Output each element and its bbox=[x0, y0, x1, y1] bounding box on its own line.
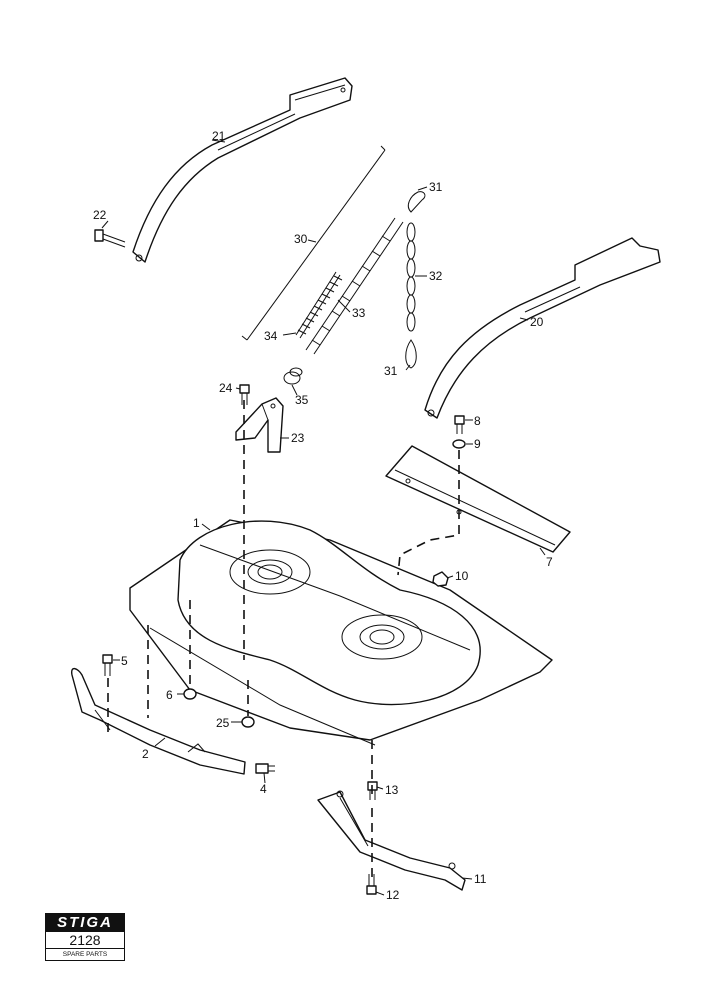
callout-8: 8 bbox=[474, 414, 481, 428]
bolt-22 bbox=[94, 229, 126, 248]
callout-5: 5 bbox=[121, 654, 128, 668]
ring-35 bbox=[283, 367, 303, 385]
nut-9 bbox=[452, 439, 466, 449]
callout-9: 9 bbox=[474, 437, 481, 451]
callout-35: 35 bbox=[295, 393, 309, 407]
callout-20: 20 bbox=[530, 315, 544, 329]
nut-10 bbox=[432, 571, 449, 587]
callout-10: 10 bbox=[455, 569, 469, 583]
callout-4: 4 bbox=[260, 782, 267, 796]
callout-30: 30 bbox=[294, 232, 308, 246]
callout-13: 13 bbox=[385, 783, 399, 797]
callout-7: 7 bbox=[546, 555, 553, 569]
callout-31-bottom: 31 bbox=[384, 364, 398, 378]
callouts: 21 22 30 31 32 33 34 31 35 20 24 23 8 9 … bbox=[93, 129, 553, 902]
bolt-8 bbox=[454, 415, 465, 434]
assembly-lines bbox=[107, 400, 460, 880]
nut-25 bbox=[241, 716, 255, 728]
lift-arm-right bbox=[424, 237, 661, 419]
bracket-23 bbox=[235, 397, 284, 453]
leader-lines bbox=[101, 139, 546, 896]
callout-11: 11 bbox=[474, 872, 487, 886]
callout-25: 25 bbox=[216, 716, 230, 730]
logo-brand: STIGA bbox=[46, 914, 124, 932]
spring-34 bbox=[295, 271, 343, 339]
bolt-4 bbox=[255, 763, 275, 774]
callout-21: 21 bbox=[212, 129, 226, 143]
bolt-5 bbox=[102, 654, 113, 676]
shackle-31-bottom bbox=[405, 339, 417, 369]
chain-kit-bracket bbox=[241, 145, 386, 341]
callout-2: 2 bbox=[142, 747, 149, 761]
chain-32 bbox=[406, 222, 416, 332]
logo-caption: SPARE PARTS bbox=[62, 951, 108, 958]
callout-31-top: 31 bbox=[429, 180, 443, 194]
logo-page-number: 2128 bbox=[46, 932, 124, 949]
chain-33 bbox=[305, 217, 404, 355]
callout-32: 32 bbox=[429, 269, 443, 283]
callout-33: 33 bbox=[352, 306, 366, 320]
bolt-12 bbox=[366, 874, 377, 895]
cover-plate-7 bbox=[385, 445, 571, 553]
callout-23: 23 bbox=[291, 431, 305, 445]
nut-6 bbox=[183, 688, 197, 700]
mower-deck-1 bbox=[129, 519, 553, 746]
callout-34: 34 bbox=[264, 329, 278, 343]
skid-bracket-11 bbox=[317, 790, 466, 891]
callout-6: 6 bbox=[166, 688, 173, 702]
callout-24: 24 bbox=[219, 381, 233, 395]
shackle-31-top bbox=[407, 191, 426, 213]
callout-12: 12 bbox=[386, 888, 400, 902]
callout-22: 22 bbox=[93, 208, 107, 222]
stiga-logo: STIGA 2128 SPARE PARTS bbox=[45, 913, 125, 961]
callout-1: 1 bbox=[193, 516, 200, 530]
lift-arm-left bbox=[132, 77, 353, 263]
